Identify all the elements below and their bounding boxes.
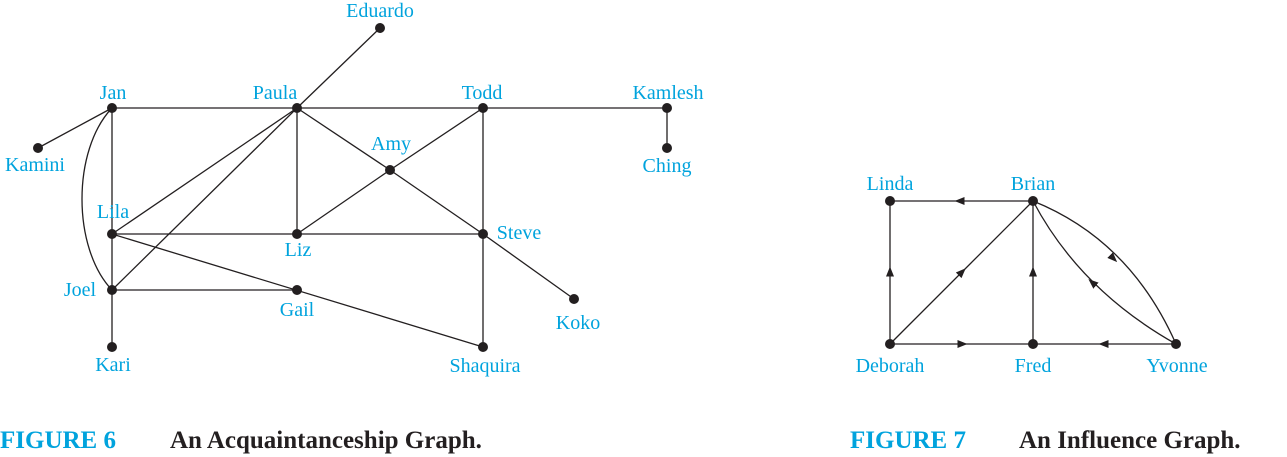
node-jan xyxy=(107,103,117,113)
figure6-number: FIGURE 6 xyxy=(0,427,116,454)
label-todd: Todd xyxy=(462,82,503,104)
label-ching: Ching xyxy=(643,155,692,177)
figure6-caption: FIGURE 6 An Acquaintanceship Graph. xyxy=(0,427,482,454)
label-fred: Fred xyxy=(1015,355,1052,377)
node-liz xyxy=(292,229,302,239)
label-jan: Jan xyxy=(100,82,127,104)
edge-jan-kamini xyxy=(37,107,113,149)
arrow-brian-yvonne xyxy=(1107,252,1118,263)
node-eduardo xyxy=(375,23,385,33)
label-liz: Liz xyxy=(285,239,312,261)
label-paula: Paula xyxy=(253,82,298,104)
influence-nodes xyxy=(885,196,1181,349)
label-gail: Gail xyxy=(280,299,315,321)
label-steve: Steve xyxy=(497,222,542,244)
node-kari xyxy=(107,342,117,352)
edge-brian-yvonne xyxy=(1032,200,1177,345)
edge-yvonne-brian xyxy=(1032,200,1177,345)
acquaintance-labels: Eduardo Jan Paula Todd Kamlesh Kamini Ch… xyxy=(5,0,704,377)
edge-todd-amy xyxy=(389,107,484,171)
node-deborah xyxy=(885,339,895,349)
node-ching xyxy=(662,143,672,153)
acquaintance-nodes xyxy=(33,23,672,352)
node-kamlesh xyxy=(662,103,672,113)
label-kari: Kari xyxy=(95,354,131,376)
node-yvonne xyxy=(1171,339,1181,349)
node-steve xyxy=(478,229,488,239)
edge-steve-koko xyxy=(482,233,575,300)
label-amy: Amy xyxy=(371,133,411,155)
node-lila xyxy=(107,229,117,239)
node-amy xyxy=(385,165,395,175)
influence-edges xyxy=(886,197,1177,348)
label-yvonne: Yvonne xyxy=(1146,355,1207,377)
figure7-number: FIGURE 7 xyxy=(850,427,966,454)
node-koko xyxy=(569,294,579,304)
edge-paula-amy xyxy=(296,107,391,171)
edge-amy-liz xyxy=(296,169,391,235)
edge-jan-joel xyxy=(81,107,113,291)
influence-labels: Linda Brian Deborah Fred Yvonne xyxy=(856,173,1208,377)
edge-deborah-brian xyxy=(889,200,1034,345)
node-gail xyxy=(292,285,302,295)
figure6-title: An Acquaintanceship Graph. xyxy=(170,427,482,454)
edge-amy-steve xyxy=(389,169,484,235)
edge-paula-eduardo xyxy=(296,27,381,109)
node-shaquira xyxy=(478,342,488,352)
node-paula xyxy=(292,103,302,113)
node-brian xyxy=(1028,196,1038,206)
label-lila: Lila xyxy=(97,201,129,223)
label-kamini: Kamini xyxy=(5,154,65,176)
figure7-title: An Influence Graph. xyxy=(1019,427,1241,454)
label-shaquira: Shaquira xyxy=(449,355,520,377)
label-linda: Linda xyxy=(867,173,914,195)
label-koko: Koko xyxy=(556,312,600,334)
influence-graph: Linda Brian Deborah Fred Yvonne FIGURE 7… xyxy=(850,173,1241,454)
node-fred xyxy=(1028,339,1038,349)
edge-paula-joel xyxy=(111,107,298,291)
node-joel xyxy=(107,285,117,295)
label-kamlesh: Kamlesh xyxy=(632,82,703,104)
figure7-caption: FIGURE 7 An Influence Graph. xyxy=(850,427,1241,454)
label-eduardo: Eduardo xyxy=(346,0,414,22)
edge-paula-lila xyxy=(111,107,298,235)
label-deborah: Deborah xyxy=(856,355,925,377)
node-todd xyxy=(478,103,488,113)
node-linda xyxy=(885,196,895,206)
label-brian: Brian xyxy=(1011,173,1055,195)
label-joel: Joel xyxy=(64,279,97,301)
acquaintanceship-graph: Eduardo Jan Paula Todd Kamlesh Kamini Ch… xyxy=(0,0,704,454)
node-kamini xyxy=(33,143,43,153)
